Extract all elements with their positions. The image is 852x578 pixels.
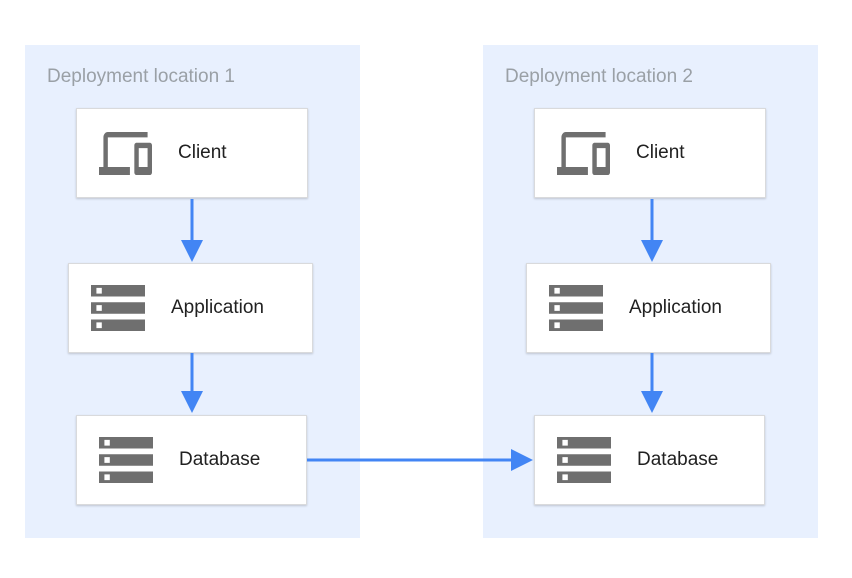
node-database-2: Database xyxy=(534,415,765,505)
storage-icon xyxy=(99,437,153,483)
devices-icon xyxy=(99,131,152,175)
location-title: Deployment location 1 xyxy=(47,66,235,87)
node-label: Application xyxy=(629,297,722,318)
node-application-2: Application xyxy=(526,263,771,353)
node-label: Database xyxy=(637,449,719,470)
node-label: Application xyxy=(171,297,264,318)
node-label: Client xyxy=(636,142,685,163)
storage-icon xyxy=(549,285,603,331)
node-label: Database xyxy=(179,449,261,470)
node-database-1: Database xyxy=(76,415,307,505)
node-client-1: Client xyxy=(76,108,308,198)
deployment-location-2: Deployment location 2 Client Application xyxy=(483,45,818,538)
devices-icon xyxy=(557,131,610,175)
location-title: Deployment location 2 xyxy=(505,66,693,87)
storage-icon xyxy=(91,285,145,331)
deployment-location-1: Deployment location 1 Client Application xyxy=(25,45,360,538)
node-application-1: Application xyxy=(68,263,313,353)
storage-icon xyxy=(557,437,611,483)
node-client-2: Client xyxy=(534,108,766,198)
node-label: Client xyxy=(178,142,227,163)
